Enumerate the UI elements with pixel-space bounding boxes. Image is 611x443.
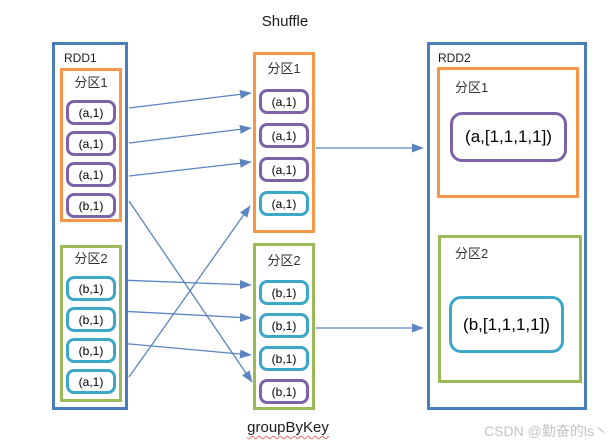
rdd2-partition-2-label: 分区2	[455, 246, 489, 261]
pair-box: (a,1)	[66, 131, 116, 156]
pair-box: (b,1)	[259, 280, 309, 305]
arrow-rdd1p2-b2-to-shuffle-p2	[118, 310, 252, 322]
rdd1-partition-2-label: 分区2	[74, 251, 108, 266]
shuffle-partition-1-label: 分区1	[267, 61, 301, 76]
pair-box: (b,1)	[66, 338, 116, 363]
pair-box: (b,1)	[66, 276, 116, 301]
rdd1-partition-2: 分区2 (b,1) (b,1) (b,1) (a,1)	[60, 245, 122, 402]
pair-box: (a,1)	[66, 100, 116, 125]
pair-box: (a,1)	[259, 191, 309, 216]
grouped-pair-box: (a,[1,1,1,1])	[450, 112, 567, 162]
arrow-rdd1p1-a3-to-shuffle-p1	[128, 158, 252, 177]
rdd1-partition-1-label: 分区1	[74, 75, 108, 90]
operation-label: groupByKey	[247, 419, 329, 436]
pair-box: (a,1)	[66, 369, 116, 394]
shuffle-partition-1: 分区1 (a,1) (a,1) (a,1) (a,1)	[253, 52, 315, 233]
pair-box: (a,1)	[259, 157, 309, 182]
arrow-rdd1p2-b3-to-shuffle-p2	[118, 342, 252, 359]
pair-box: (a,1)	[66, 162, 116, 187]
pair-box: (a,1)	[259, 123, 309, 148]
shuffle-partition-2-label: 分区2	[267, 253, 301, 268]
pair-box: (b,1)	[66, 193, 116, 218]
pair-box: (b,1)	[259, 346, 309, 371]
grouped-pair-box: (b,[1,1,1,1])	[449, 296, 564, 353]
arrow-rdd1p2-a-to-shuffle-p1	[128, 205, 251, 378]
watermark-text: CSDN @勤奋的ls丶	[484, 423, 608, 439]
pair-box: (b,1)	[259, 313, 309, 338]
shuffle-partition-2: 分区2 (b,1) (b,1) (b,1) (b,1)	[253, 243, 315, 410]
pair-box: (a,1)	[259, 89, 309, 114]
arrow-rdd1p1-b-to-shuffle-p2	[128, 200, 253, 383]
rdd2-box: RDD2 分区1 (a,[1,1,1,1]) 分区2 (b,[1,1,1,1])	[427, 42, 587, 410]
diagram-title: Shuffle	[261, 13, 309, 30]
rdd1-label: RDD1	[64, 51, 97, 65]
arrow-rdd1p1-a1-to-shuffle-p1	[128, 89, 252, 109]
pair-box: (b,1)	[259, 379, 309, 404]
rdd2-partition-1-label: 分区1	[455, 80, 489, 95]
rdd2-partition-1: 分区1 (a,[1,1,1,1])	[437, 67, 579, 198]
rdd1-partition-1: 分区1 (a,1) (a,1) (a,1) (b,1)	[60, 68, 122, 222]
arrow-rdd1p1-a2-to-shuffle-p1	[128, 124, 252, 144]
rdd1-box: RDD1 分区1 (a,1) (a,1) (a,1) (b,1) 分区2 (b,…	[52, 42, 128, 410]
arrow-rdd1p2-b1-to-shuffle-p2	[118, 279, 252, 290]
rdd2-label: RDD2	[438, 51, 471, 65]
rdd2-partition-2: 分区2 (b,[1,1,1,1])	[438, 235, 582, 383]
pair-box: (b,1)	[66, 307, 116, 332]
